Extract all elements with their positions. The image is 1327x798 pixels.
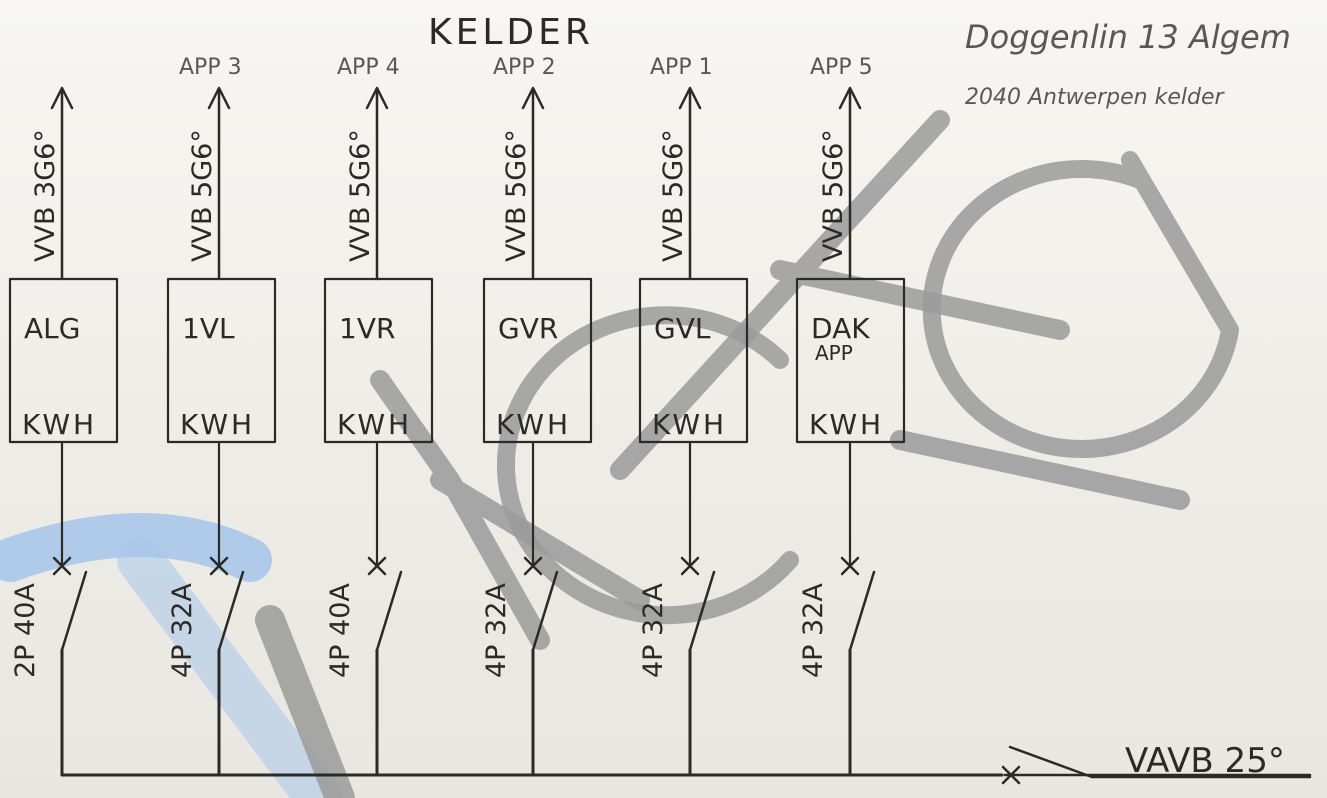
meter-name: ALG bbox=[24, 312, 80, 345]
cable-spec-label: VVB 5G6° bbox=[345, 129, 376, 262]
watermark-letter-v bbox=[117, 537, 343, 798]
apartment-label: APP 5 bbox=[810, 55, 873, 80]
breaker-rating-label: 4P 32A bbox=[798, 583, 829, 678]
meter-unit: KWH bbox=[337, 408, 412, 441]
address-line-2: 2040 Antwerpen kelder bbox=[965, 85, 1225, 110]
meter-box bbox=[8, 277, 119, 444]
meter-name: DAK bbox=[811, 312, 870, 345]
breaker-switch-blade bbox=[531, 570, 559, 652]
meter-box bbox=[482, 277, 593, 444]
breaker-switch-blade bbox=[217, 570, 245, 652]
apartment-label: APP 2 bbox=[493, 55, 556, 80]
arrow-up-icon bbox=[521, 86, 545, 110]
breaker-cross-icon bbox=[52, 556, 72, 576]
cable-spec-label: VVB 3G6° bbox=[30, 129, 61, 262]
meter-unit: KWH bbox=[180, 408, 255, 441]
breaker-switch-blade bbox=[60, 570, 88, 652]
breaker-rating-label: 2P 40A bbox=[10, 583, 41, 678]
breaker-rating-label: 4P 40A bbox=[325, 583, 356, 678]
main-switch-cross bbox=[1001, 765, 1021, 785]
arrow-up-icon bbox=[50, 86, 74, 110]
breaker-cross-icon bbox=[680, 556, 700, 576]
meter-name: GVR bbox=[498, 312, 558, 345]
breaker-switch-blade bbox=[688, 570, 716, 652]
busbar bbox=[60, 745, 1312, 785]
watermark-letter-g bbox=[922, 151, 1239, 458]
meter-unit: KWH bbox=[809, 408, 884, 441]
cable-spec-label: VVB 5G6° bbox=[187, 129, 218, 262]
meter-name: GVL bbox=[654, 312, 711, 345]
main-supply-cable-label: VAVB 25° bbox=[1125, 741, 1285, 781]
breaker-rating-label: 4P 32A bbox=[167, 583, 198, 678]
meter-unit: KWH bbox=[496, 408, 571, 441]
arrow-up-icon bbox=[365, 86, 389, 110]
breaker-cross-icon bbox=[523, 556, 543, 576]
watermark-letter-v-blue bbox=[0, 513, 272, 582]
cable-spec-label: VVB 5G6° bbox=[658, 129, 689, 262]
arrow-up-icon bbox=[207, 86, 231, 110]
meter-name: 1VR bbox=[339, 312, 395, 345]
meter-unit: KWH bbox=[22, 408, 97, 441]
watermark-letter-a bbox=[370, 370, 650, 650]
meter-name: 1VL bbox=[182, 312, 235, 345]
meter-box bbox=[323, 277, 434, 444]
meter-box bbox=[638, 277, 749, 444]
meter-box bbox=[166, 277, 277, 444]
cable-spec-label: VVB 5G6° bbox=[501, 129, 532, 262]
watermark-letter-v-right bbox=[255, 605, 355, 798]
circuit-branches: VVB 3G6° ALG KWH 2P 40A APP 3 VVB 5G6° 1VL KWH 4… bbox=[8, 55, 906, 777]
main-switch-blade bbox=[1008, 745, 1094, 779]
breaker-rating-label: 4P 32A bbox=[481, 583, 512, 678]
apartment-label: APP 4 bbox=[337, 55, 400, 80]
breaker-cross-icon bbox=[840, 556, 860, 576]
breaker-cross-icon bbox=[209, 556, 229, 576]
breaker-cross-icon bbox=[367, 556, 387, 576]
breaker-rating-label: 4P 32A bbox=[638, 583, 669, 678]
cable-spec-label: VVB 5G6° bbox=[818, 129, 849, 262]
page-title: KELDER bbox=[428, 12, 594, 53]
breaker-switch-blade bbox=[848, 570, 876, 652]
breaker-switch-blade bbox=[375, 570, 403, 652]
address-line-1: Doggenlin 13 Algem bbox=[965, 18, 1291, 56]
meter-unit: KWH bbox=[652, 408, 727, 441]
watermark-letter-c bbox=[497, 306, 799, 625]
apartment-label: APP 3 bbox=[179, 55, 242, 80]
meter-name-sub: APP bbox=[815, 341, 853, 365]
arrow-up-icon bbox=[678, 86, 702, 110]
apartment-label: APP 1 bbox=[650, 55, 713, 80]
arrow-up-icon bbox=[838, 86, 862, 110]
